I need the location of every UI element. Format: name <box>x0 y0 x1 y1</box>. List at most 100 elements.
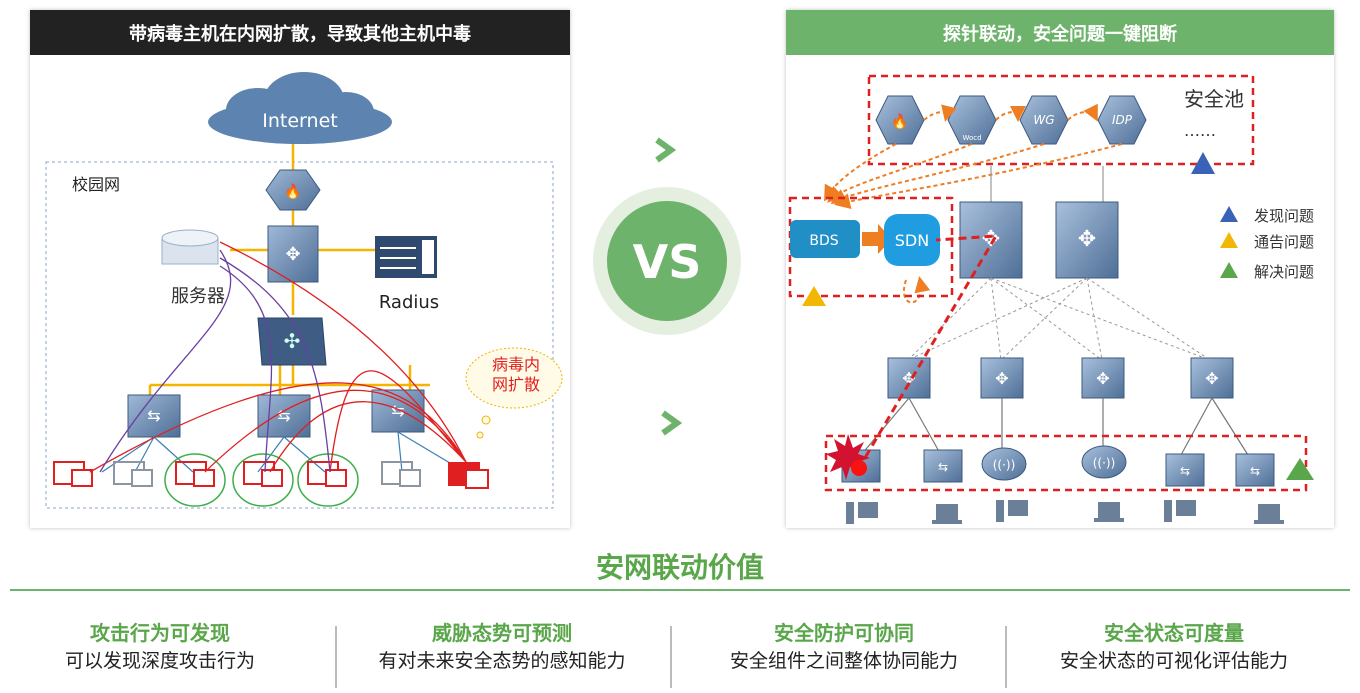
value-item-title: 安全状态可度量 <box>1104 621 1244 645</box>
access-switch-icon: ⇆ <box>923 449 963 483</box>
svg-text:✥: ✥ <box>1205 369 1218 388</box>
svg-text:⇆: ⇆ <box>391 401 404 420</box>
svg-text:⇆: ⇆ <box>1250 464 1260 478</box>
campus-network-boundary <box>45 161 554 509</box>
virus-bubble-line2: 网扩散 <box>492 375 540 394</box>
endpoint-laptop-icon <box>1094 502 1124 522</box>
idp-icon: IDP <box>1097 95 1147 145</box>
svg-text:✥: ✥ <box>982 227 1000 252</box>
value-item-measure: 安全状态可度量 安全状态的可视化评估能力 <box>1014 618 1334 674</box>
value-item-desc: 可以发现深度攻击行为 <box>64 650 255 672</box>
virus-bubble-line1: 病毒内 <box>492 355 540 374</box>
column-separator <box>670 626 672 688</box>
legend-item-notify: 通告问题 <box>1254 233 1314 251</box>
core-switch-icon: ✥ <box>267 225 319 283</box>
host-pc-icon <box>381 461 421 487</box>
access-layer-boundary <box>824 434 1308 492</box>
value-item-discover: 攻击行为可发现 可以发现深度攻击行为 <box>0 618 320 674</box>
vs-badge: VS <box>592 186 742 336</box>
endpoint-pc-icon <box>846 502 878 524</box>
svg-text:⇆: ⇆ <box>277 406 290 425</box>
radius-label: Radius <box>379 292 439 313</box>
security-pool-boundary <box>867 74 1255 166</box>
access-links <box>860 397 1249 456</box>
right-network-diagram: 🔥 Wocd WG IDP 安全池 …… <box>788 74 1314 524</box>
aggregation-switch-icon: ✥ <box>980 357 1024 399</box>
host-pc-icon <box>175 461 215 487</box>
chevron-right-icon <box>661 410 683 436</box>
host-pc-icon <box>53 461 93 487</box>
left-network-diagram: 校园网 Internet 🔥 <box>45 72 563 509</box>
endpoint-laptop-icon <box>932 504 962 524</box>
svg-text:((·)): ((·)) <box>993 458 1016 472</box>
virus-source-host-icon <box>448 462 489 489</box>
value-item-title: 攻击行为可发现 <box>90 621 230 645</box>
legend-resolve-icon <box>1220 262 1238 278</box>
access-switch-icon: ⇆ <box>257 394 311 438</box>
server-icon <box>161 229 219 265</box>
svg-text:((·)): ((·)) <box>1093 456 1116 470</box>
svg-text:✥: ✥ <box>1096 369 1109 388</box>
endpoint-pc-icon <box>996 500 1028 522</box>
right-panel: 探针联动，安全问题一键阻断 🔥 Wocd WG IDP 安全池 …… <box>786 10 1334 528</box>
server-label: 服务器 <box>171 286 225 307</box>
svg-text:⇆: ⇆ <box>1180 464 1190 478</box>
wg-icon: WG <box>1019 95 1069 145</box>
value-item-desc: 安全组件之间整体协同能力 <box>729 650 958 672</box>
security-pool-coordination-arrows <box>824 103 1123 304</box>
svg-text:⇆: ⇆ <box>938 460 948 474</box>
svg-text:✥: ✥ <box>285 244 300 265</box>
legend-item-resolve: 解决问题 <box>1254 263 1314 281</box>
aggregation-switch-icon: ✣ <box>257 317 327 366</box>
virus-spread-bubble <box>465 347 563 439</box>
value-item-desc: 有对未来安全态势的感知能力 <box>378 650 626 672</box>
svg-text:✥: ✥ <box>902 369 915 388</box>
wocd-label: Wocd <box>962 134 981 142</box>
left-panel: 带病毒主机在内网扩散，导致其他主机中毒 校园网 <box>30 10 570 528</box>
firewall-icon: 🔥 <box>265 169 321 211</box>
legend-notify-icon <box>1220 232 1238 248</box>
aggregation-switch-icon: ✥ <box>887 357 931 399</box>
campus-label: 校园网 <box>72 175 120 194</box>
uplink-lines <box>148 138 430 395</box>
legend-item-discover: 发现问题 <box>1254 207 1314 225</box>
value-section-title: 安网联动价值 <box>595 551 764 584</box>
host-pc-icon <box>307 461 347 487</box>
virus-spread-paths <box>89 241 467 473</box>
endpoint-laptop-icon <box>1254 504 1284 524</box>
column-separator <box>335 626 337 688</box>
bds-box <box>790 220 860 258</box>
security-pool-more: …… <box>1184 121 1216 140</box>
firewall-icon: 🔥 <box>875 95 925 145</box>
access-switch-icon: ⇆ <box>127 394 181 438</box>
svg-text:✣: ✣ <box>284 329 301 353</box>
value-item-title: 安全防护可协同 <box>774 621 914 645</box>
resolve-triangle-icon <box>1286 458 1314 480</box>
chevron-right-icon <box>655 137 677 163</box>
idp-label: IDP <box>1112 113 1133 127</box>
left-panel-title: 带病毒主机在内网扩散，导致其他主机中毒 <box>30 10 570 55</box>
wg-label: WG <box>1033 113 1054 127</box>
right-panel-title: 探针联动，安全问题一键阻断 <box>786 10 1334 55</box>
access-switch-icon: ⇆ <box>1165 453 1205 487</box>
sdn-box <box>884 214 940 266</box>
svg-text:✥: ✥ <box>995 369 1008 388</box>
value-item-coordinate: 安全防护可协同 安全组件之间整体协同能力 <box>684 618 1004 674</box>
internet-cloud <box>208 72 392 144</box>
wireless-ap-icon: ((·)) <box>981 447 1027 481</box>
svg-text:⇆: ⇆ <box>147 406 160 425</box>
aggregation-switch-icon: ✥ <box>1081 357 1125 399</box>
host-pc-icon <box>243 461 283 487</box>
core-switch-icon: ✥ <box>1055 201 1119 279</box>
attack-burst-icon <box>826 434 870 480</box>
internet-label: Internet <box>262 110 337 132</box>
access-switch-icon: ⇆ <box>371 389 425 433</box>
aggregation-switch-icon: ✥ <box>1190 357 1234 399</box>
value-item-title: 威胁态势可预测 <box>432 621 572 645</box>
security-pool-label: 安全池 <box>1184 87 1244 111</box>
svg-text:🔥: 🔥 <box>284 183 301 200</box>
svg-text:✥: ✥ <box>1078 227 1096 252</box>
wocd-icon: Wocd <box>947 95 997 145</box>
bds-label: BDS <box>809 233 838 249</box>
endpoint-pc-icon <box>1164 500 1196 522</box>
